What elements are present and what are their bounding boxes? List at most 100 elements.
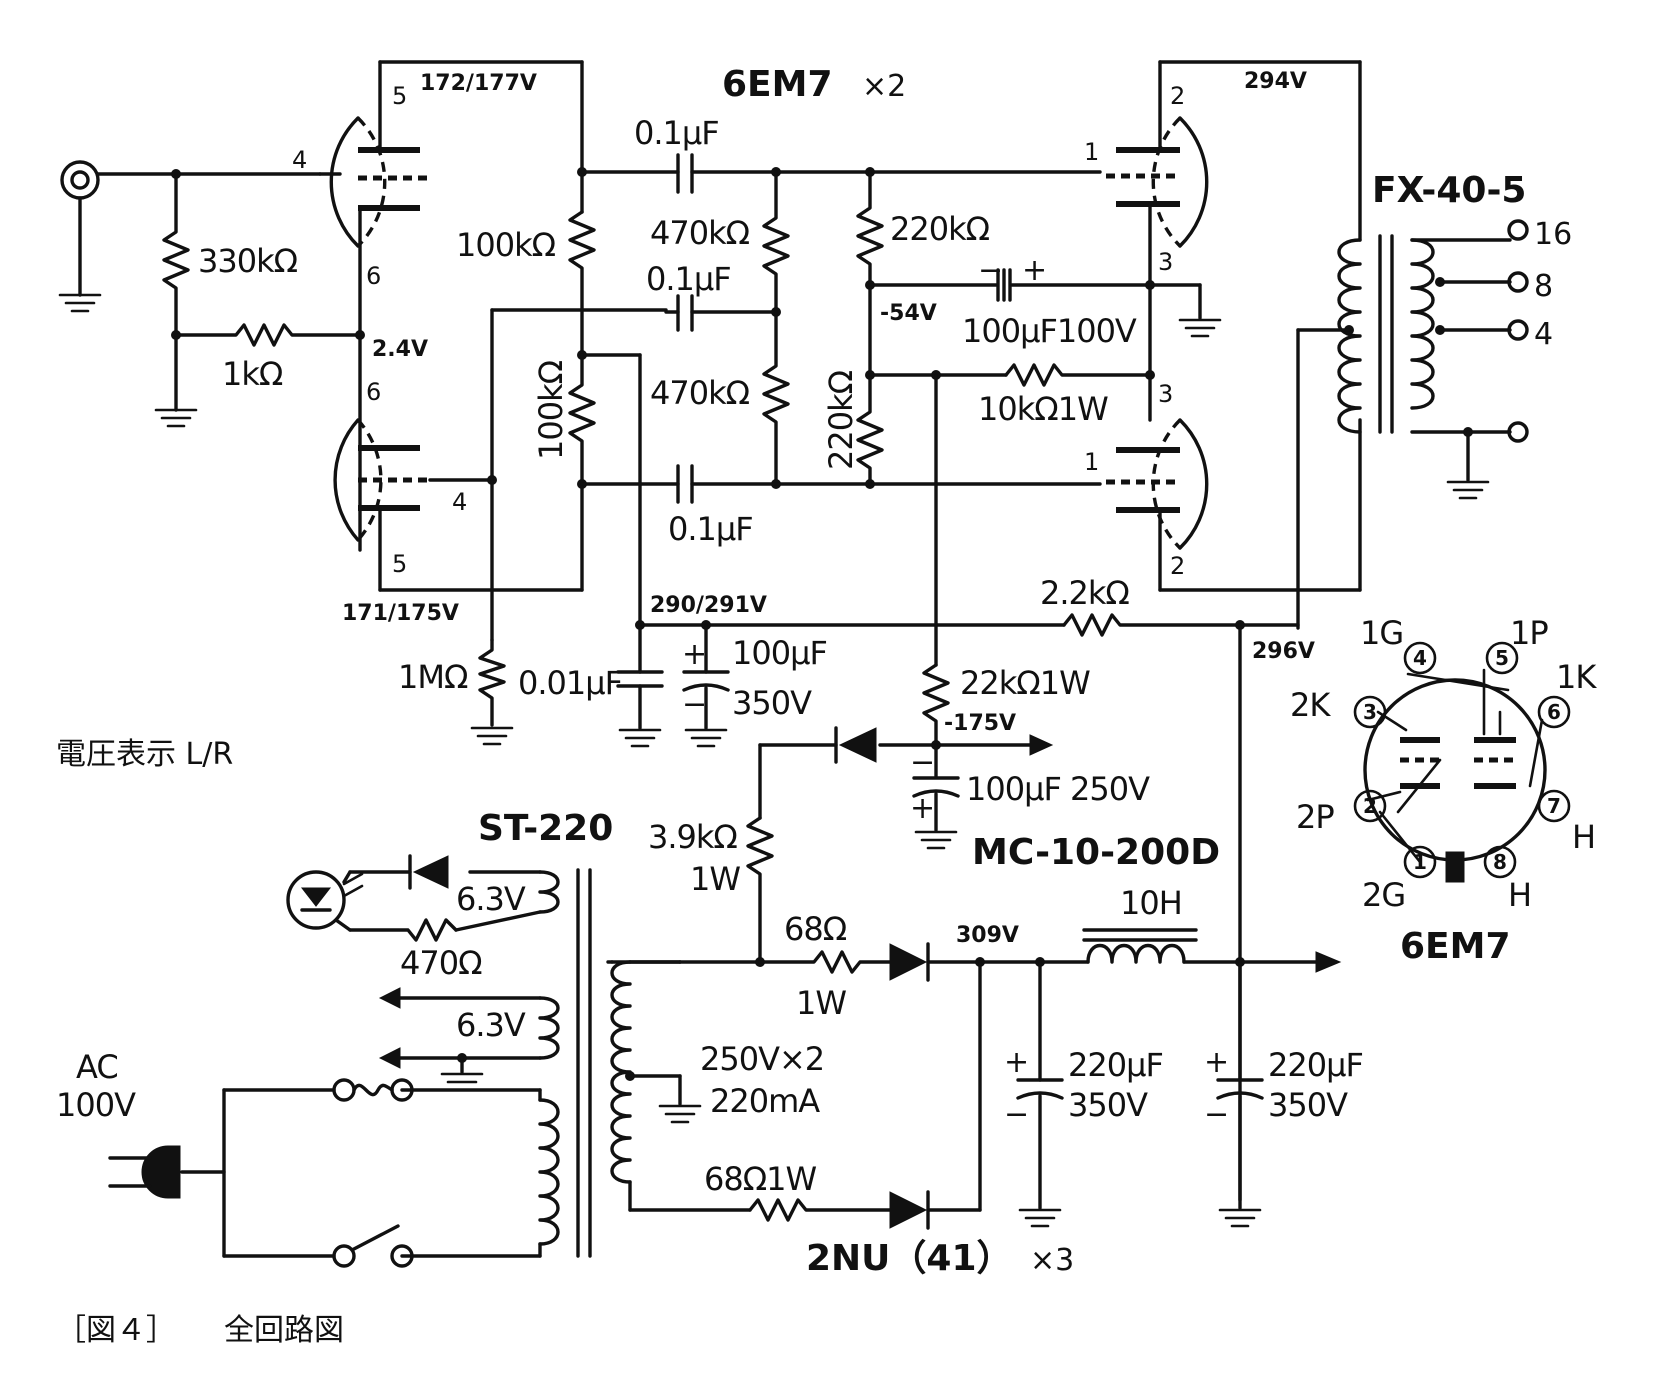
r470k-label: 470kΩ bbox=[650, 374, 750, 412]
resistor-68-1w bbox=[748, 1198, 892, 1222]
voltage-label: 296V bbox=[1252, 639, 1315, 664]
svg-text:−: − bbox=[1204, 1097, 1229, 1132]
choke-label: 10H bbox=[1120, 884, 1182, 922]
pin-label: 6 bbox=[366, 262, 381, 290]
pin-label: 3 bbox=[1158, 380, 1173, 408]
r68-label: 1W bbox=[796, 984, 846, 1022]
r470-label: 470Ω bbox=[400, 944, 482, 982]
svg-text:+: + bbox=[682, 637, 707, 672]
ground-symbol bbox=[618, 728, 662, 748]
svg-text:−: − bbox=[1004, 1097, 1029, 1132]
svg-text:7: 7 bbox=[1547, 794, 1561, 818]
ground-symbol bbox=[440, 1072, 484, 1092]
ground-symbol bbox=[1178, 318, 1222, 338]
tube-count-label: ×2 bbox=[862, 69, 906, 104]
pin-label: 4 bbox=[292, 146, 307, 174]
resistor-220k-lower bbox=[856, 373, 884, 486]
svg-text:5: 5 bbox=[1495, 646, 1509, 670]
voltage-note: 電圧表示 L/R bbox=[56, 737, 233, 772]
r1m-label: 1MΩ bbox=[398, 658, 468, 696]
resistor-100k-lower bbox=[568, 353, 596, 592]
pin-label: 1 bbox=[1084, 138, 1099, 166]
c01-label: 0.1μF bbox=[668, 510, 753, 548]
resistor-10k-1w bbox=[1004, 363, 1152, 387]
r22k1w-label: 22kΩ1W bbox=[960, 664, 1090, 702]
voltage-label: 171/175V bbox=[342, 601, 459, 626]
c100-350-label: 350V bbox=[732, 684, 812, 722]
tube-output-upper: 1 2 3 bbox=[1084, 60, 1209, 422]
pinout-label: 2K bbox=[1290, 686, 1331, 724]
voltage-label: 294V bbox=[1244, 69, 1307, 94]
input-jack[interactable] bbox=[60, 160, 100, 200]
pinout-label: 2P bbox=[1296, 798, 1334, 836]
r39k-label: 1W bbox=[690, 860, 740, 898]
ac-label: 100V bbox=[56, 1086, 136, 1124]
svg-text:+: + bbox=[910, 791, 935, 826]
pin-label: 2 bbox=[1170, 552, 1185, 580]
r10k-label: 10kΩ1W bbox=[978, 390, 1108, 428]
rectifier-label: 2NU（41） bbox=[806, 1238, 1013, 1279]
svg-text:−: − bbox=[978, 253, 1003, 288]
pinout-label: 2G bbox=[1362, 876, 1405, 914]
svg-text:1: 1 bbox=[1413, 850, 1427, 874]
svg-text:3: 3 bbox=[1363, 700, 1377, 724]
c100-350-label: 100μF bbox=[732, 634, 827, 672]
pinout-label: H bbox=[1572, 818, 1595, 856]
ground-symbol bbox=[154, 408, 198, 428]
resistor-22k-1w bbox=[922, 663, 950, 747]
c220-label: 350V bbox=[1268, 1086, 1348, 1124]
pin-label: 5 bbox=[392, 82, 407, 110]
voltage-label: 290/291V bbox=[650, 593, 767, 618]
output-transformer-label: FX-40-5 bbox=[1372, 170, 1526, 211]
c100-250-label: 100μF 250V bbox=[966, 770, 1150, 808]
pin-label: 5 bbox=[392, 550, 407, 578]
svg-text:−: − bbox=[910, 745, 935, 780]
c220-label: 220μF bbox=[1268, 1046, 1363, 1084]
c100-100-label: 100μF100V bbox=[962, 312, 1137, 350]
c220-label: 350V bbox=[1068, 1086, 1148, 1124]
resistor-3.9k bbox=[746, 816, 774, 962]
figure-caption-title: 全回路図 bbox=[224, 1313, 344, 1348]
figure-caption-number: ［図４］ bbox=[56, 1313, 176, 1348]
ground-symbol bbox=[914, 830, 958, 850]
ground-symbol bbox=[470, 726, 514, 746]
pin-label: 1 bbox=[1084, 448, 1099, 476]
svg-text:8: 8 bbox=[1493, 850, 1507, 874]
resistor-1m bbox=[478, 638, 506, 727]
resistor-68 bbox=[758, 950, 892, 974]
c01-label: 0.1μF bbox=[646, 260, 731, 298]
ac-label: AC bbox=[76, 1048, 118, 1086]
power-transformer-label: ST-220 bbox=[478, 808, 613, 849]
resistor-1k bbox=[174, 323, 358, 347]
tr-sec-label: 220mA bbox=[710, 1082, 820, 1120]
c220-label: 220μF bbox=[1068, 1046, 1163, 1084]
v63-label: 6.3V bbox=[456, 1006, 526, 1044]
choke-10h bbox=[1086, 944, 1186, 964]
resistor-470k-upper bbox=[762, 170, 790, 314]
pinout-label: 1G bbox=[1360, 614, 1403, 652]
r68-1w-label: 68Ω1W bbox=[704, 1160, 817, 1198]
c001-label: 0.01μF bbox=[518, 664, 622, 702]
tap-label: 8 bbox=[1534, 269, 1553, 304]
r330k-label: 330kΩ bbox=[198, 242, 298, 280]
tube-input-upper: 5 4 6 bbox=[292, 60, 430, 552]
pinout-title: 6EM7 bbox=[1400, 926, 1511, 967]
ground-symbol bbox=[1446, 480, 1490, 500]
pinout-label: 1K bbox=[1556, 658, 1597, 696]
tap-label: 16 bbox=[1534, 217, 1572, 252]
svg-text:4: 4 bbox=[1413, 646, 1427, 670]
capacitor-100uF-100V bbox=[996, 268, 1012, 302]
ground-symbol bbox=[658, 1104, 702, 1124]
svg-text:+: + bbox=[1004, 1045, 1029, 1080]
capacitor-0.1uF-middle bbox=[676, 294, 694, 332]
svg-text:+: + bbox=[1204, 1045, 1229, 1080]
tube-pinout-6em7 bbox=[1363, 668, 1547, 883]
resistor-470k-lower bbox=[762, 310, 790, 486]
r220k-label: 220kΩ bbox=[890, 210, 990, 248]
r100k-label: 100kΩ bbox=[456, 226, 556, 264]
output-transformer bbox=[1337, 234, 1435, 434]
choke-part-label: MC-10-200D bbox=[972, 832, 1220, 873]
svg-text:−: − bbox=[682, 687, 707, 722]
input-section: 330kΩ 1kΩ bbox=[58, 160, 358, 428]
capacitor-0.1uF-lower bbox=[676, 464, 694, 504]
